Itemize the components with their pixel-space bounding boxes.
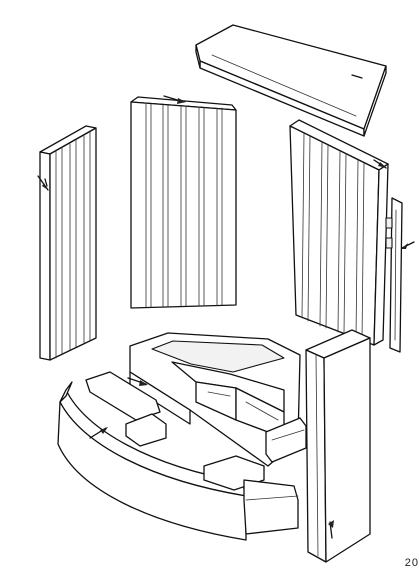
curved-front-panel xyxy=(57,371,299,541)
right-edge-bracket xyxy=(385,197,415,353)
left-rear-panel xyxy=(37,125,97,361)
bottom-base xyxy=(127,332,307,467)
center-rear-panel xyxy=(130,95,237,309)
page-number: 20 xyxy=(404,557,419,569)
front-right-panel xyxy=(305,329,371,563)
top-baffle-plate xyxy=(195,24,387,137)
top-plate-slot xyxy=(351,74,363,79)
right-rear-panel xyxy=(289,119,389,346)
